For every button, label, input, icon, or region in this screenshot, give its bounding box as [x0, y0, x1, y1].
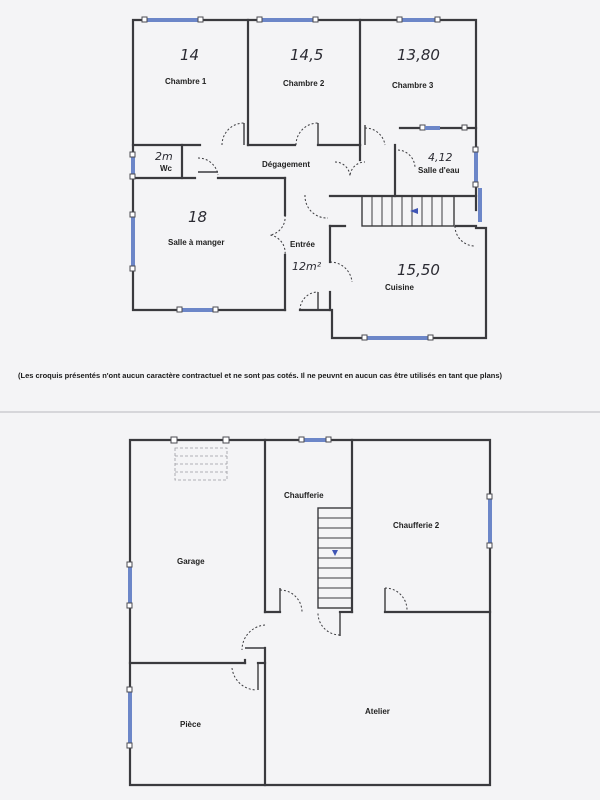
- piece-label: Pièce: [180, 720, 201, 729]
- chaufferie2-label: Chaufferie 2: [393, 521, 440, 530]
- atelier-label: Atelier: [365, 707, 390, 716]
- cuisine-area: 15,50: [397, 261, 440, 279]
- lower-staircase: [317, 507, 353, 609]
- salle-manger-area: 18: [188, 208, 207, 226]
- upper-doors: [197, 122, 476, 311]
- salle-manger-label: Salle à manger: [168, 238, 224, 247]
- chambre3-label: Chambre 3: [392, 81, 434, 90]
- chambre1-label: Chambre 1: [165, 77, 207, 86]
- upper-inner-walls: [131, 18, 478, 312]
- garage-label: Garage: [177, 557, 205, 566]
- chambre2-area: 14,5: [290, 46, 323, 64]
- lower-doors: [231, 587, 408, 691]
- upper-floor-plan: 14 Chambre 1 14,5 Chambre 2 13,80 Chambr…: [129, 16, 488, 341]
- upper-windows: [129, 16, 482, 341]
- salle-eau-label: Salle d'eau: [418, 166, 460, 175]
- lower-windows: [126, 436, 493, 749]
- wc-label: Wc: [160, 164, 173, 173]
- salle-eau-area: 4,12: [428, 151, 453, 164]
- chambre1-area: 14: [180, 46, 199, 64]
- lower-outer-walls: [128, 438, 492, 787]
- wc-area: 2m: [155, 150, 173, 163]
- entree-area: 12m²: [292, 260, 322, 273]
- garage-ghost-stair: [174, 447, 228, 481]
- cuisine-label: Cuisine: [385, 283, 414, 292]
- lower-floor-plan: Garage Chaufferie Chaufferie 2 Pièce Ate…: [126, 436, 493, 787]
- entree-label: Entrée: [290, 240, 315, 249]
- chaufferie-label: Chaufferie: [284, 491, 324, 500]
- chambre2-label: Chambre 2: [283, 79, 325, 88]
- upper-staircase: [361, 195, 455, 227]
- chambre3-area: 13,80: [397, 46, 440, 64]
- disclaimer-text: (Les croquis présentés n'ont aucun carac…: [18, 371, 503, 380]
- degagement-label: Dégagement: [262, 160, 310, 169]
